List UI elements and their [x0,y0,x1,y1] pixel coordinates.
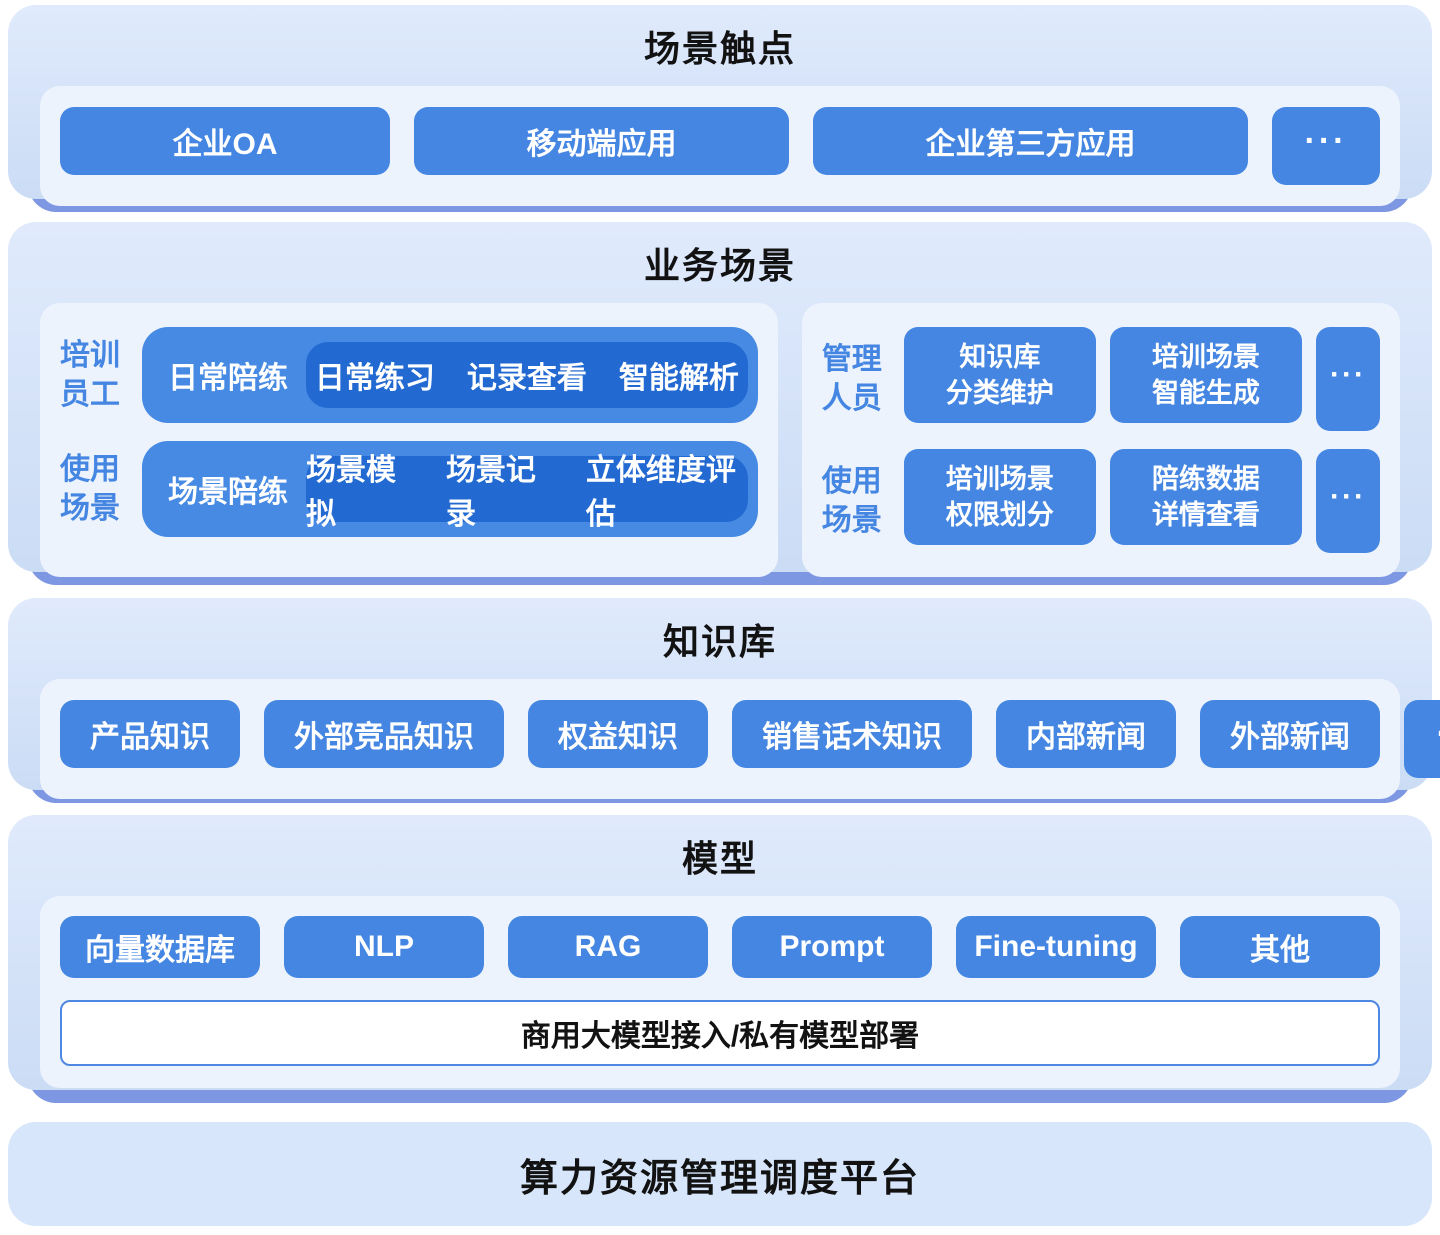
managers-buttons-row-2: 培训场景 权限划分 陪练数据 详情查看 ··· [903,449,1380,553]
section-title-model: 模型 [681,838,758,879]
chip-scene-permission: 培训场景 权限划分 [903,449,1096,545]
ellipsis-icon: ··· [1316,449,1380,553]
chip-third-party-app: 企业第三方应用 [813,107,1248,175]
layer-knowledge-base: 知识库 产品知识 外部竞品知识 权益知识 销售话术知识 内部新闻 外部新闻 ··… [8,598,1440,803]
ellipsis-icon: ··· [1272,107,1380,185]
label-usage-scenarios-right: 使用 场景 [822,462,886,540]
label-line: 场景 [821,504,882,537]
model-buttons-row: 向量数据库 NLP RAG Prompt Fine-tuning 其他 [60,916,1380,978]
platform-bar: 算力资源管理调度平台 [8,1122,1432,1226]
business-content: 培训 员工 日常陪练 日常练习 记录查看 智能解析 使用 [40,303,1400,577]
pill-label: 场景陪练 [168,476,288,509]
chip-line: 详情查看 [1151,500,1260,530]
pill-daily-practice: 日常陪练 日常练习 记录查看 智能解析 [142,327,758,423]
ellipsis-icon: ··· [1404,700,1440,778]
chip-practice-data-detail: 陪练数据 详情查看 [1109,449,1302,545]
chip-nlp: NLP [284,916,484,978]
chip-line: 陪练数据 [1151,463,1260,494]
layer-scene-touchpoints: 场景触点 企业OA 移动端应用 企业第三方应用 ··· [8,5,1432,212]
chip-line: 培训场景 [1151,341,1260,372]
chip-product-knowledge: 产品知识 [60,700,240,768]
ellipsis-icon: ··· [1316,327,1380,431]
pill-scenario-practice-items: 场景模拟 场景记录 立体维度评估 [306,454,748,531]
pill-daily-practice-items: 日常练习 记录查看 智能解析 [306,342,748,408]
pill-item: 场景模拟 [306,454,396,531]
chip-fine-tuning: Fine-tuning [956,916,1156,978]
label-line: 使用 [60,453,120,486]
managers-group: 管理 人员 知识库 分类维护 培训场景 智能生成 ··· [801,303,1400,577]
managers-buttons-row-1: 知识库 分类维护 培训场景 智能生成 ··· [903,327,1380,431]
daily-practice-row: 培训 员工 日常陪练 日常练习 记录查看 智能解析 [60,327,758,423]
chip-kb-category-maintenance: 知识库 分类维护 [903,327,1096,423]
training-staff-group: 培训 员工 日常陪练 日常练习 记录查看 智能解析 使用 [40,303,778,577]
pill-label: 日常陪练 [168,362,288,395]
pill-item: 日常练习 [314,362,435,395]
label-usage-scenarios: 使用 场景 [60,450,124,528]
layer-computing-platform: 算力资源管理调度平台 [8,1122,1432,1226]
label-line: 人员 [821,382,882,415]
section-title-business: 业务场景 [643,245,796,286]
chip-line: 知识库 [959,341,1041,372]
touchpoints-container: 企业OA 移动端应用 企业第三方应用 ··· [40,86,1400,206]
chip-external-news: 外部新闻 [1200,700,1380,768]
chip-benefits-knowledge: 权益知识 [528,700,708,768]
scenario-practice-row: 使用 场景 场景陪练 场景模拟 场景记录 立体维度评估 [60,441,758,537]
chip-rag: RAG [508,916,708,978]
chip-line: 分类维护 [945,378,1054,408]
chip-enterprise-oa: 企业OA [60,107,390,175]
label-line: 场景 [60,492,120,525]
layer-business-scenarios: 业务场景 培训 员工 日常陪练 日常练习 记录查看 智能解析 [8,222,1432,585]
model-container: 向量数据库 NLP RAG Prompt Fine-tuning 其他 商用大模… [40,896,1400,1088]
label-line: 管理 [821,343,882,376]
knowledge-container: 产品知识 外部竞品知识 权益知识 销售话术知识 内部新闻 外部新闻 ··· [40,679,1440,799]
label-line: 培训 [60,339,120,372]
chip-vector-database: 向量数据库 [60,916,260,978]
pill-scenario-practice: 场景陪练 场景模拟 场景记录 立体维度评估 [142,441,758,537]
section-title-touchpoints: 场景触点 [643,28,796,69]
pill-item: 智能解析 [618,362,739,395]
chip-line: 培训场景 [945,463,1054,494]
chip-line: 权限划分 [945,500,1054,530]
pill-item: 记录查看 [466,362,587,395]
chip-scene-smart-generation: 培训场景 智能生成 [1109,327,1302,423]
label-line: 使用 [821,465,882,498]
chip-sales-script-knowledge: 销售话术知识 [732,700,972,768]
chip-prompt: Prompt [732,916,932,978]
managers-row-1: 管理 人员 知识库 分类维护 培训场景 智能生成 ··· [822,327,1380,431]
managers-row-2: 使用 场景 培训场景 权限划分 陪练数据 详情查看 ··· [822,449,1380,553]
label-line: 员工 [60,378,120,411]
chip-competitor-knowledge: 外部竞品知识 [264,700,504,768]
section-title-knowledge: 知识库 [662,621,777,662]
pill-item: 场景记录 [445,454,536,531]
bar-model-access: 商用大模型接入/私有模型部署 [60,1000,1380,1066]
pill-item: 立体维度评估 [585,454,736,531]
chip-other: 其他 [1180,916,1380,978]
chip-mobile-app: 移动端应用 [414,107,789,175]
layer-model: 模型 向量数据库 NLP RAG Prompt Fine-tuning 其他 商… [8,815,1432,1103]
label-managers: 管理 人员 [822,340,886,418]
chip-internal-news: 内部新闻 [996,700,1176,768]
chip-line: 智能生成 [1151,378,1260,408]
label-training-staff: 培训 员工 [60,336,124,414]
